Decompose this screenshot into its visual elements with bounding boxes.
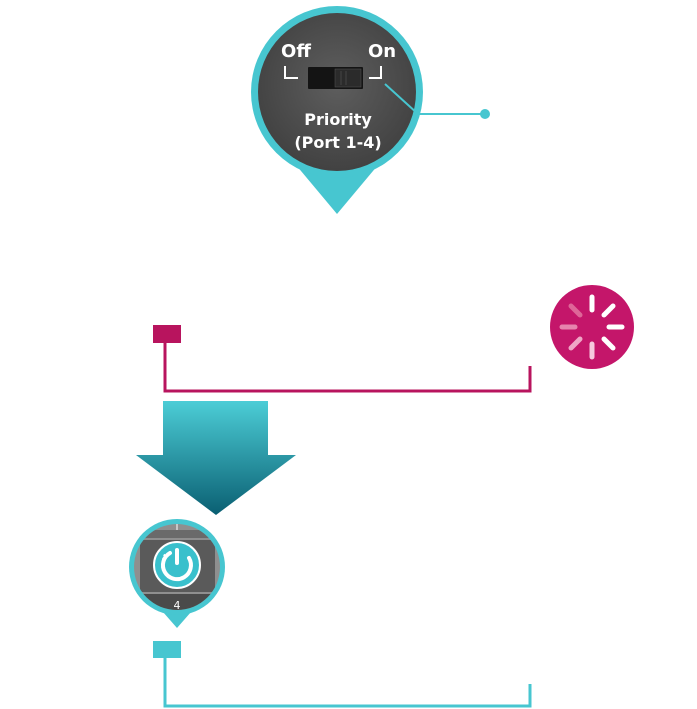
switch-callout-pointer — [296, 165, 378, 214]
loading-spinner-icon — [550, 285, 634, 369]
magenta-bracket-group — [153, 325, 532, 393]
down-arrow-icon — [136, 401, 296, 515]
off-bracket — [284, 66, 298, 79]
switch-callout: Off On Priority (Port 1-4) — [251, 6, 490, 214]
switch-panel — [258, 13, 416, 171]
leader-dot — [480, 109, 490, 119]
magenta-bracket-line — [163, 343, 532, 393]
teal-bracket-marker — [153, 641, 181, 658]
magenta-bracket-marker — [153, 325, 181, 343]
teal-bracket-group — [153, 641, 532, 708]
power-restart-icon — [153, 541, 201, 589]
on-bracket — [369, 66, 382, 79]
priority-subtitle: (Port 1-4) — [294, 133, 381, 152]
off-label: Off — [281, 41, 311, 62]
leader-line — [384, 83, 484, 115]
on-label: On — [368, 41, 396, 62]
port-number: 4 — [174, 599, 181, 612]
port-panel-stripe — [134, 530, 220, 538]
teal-bracket-line — [163, 658, 532, 708]
priority-title: Priority — [304, 110, 372, 129]
slide-switch-knob[interactable] — [334, 68, 362, 88]
port-callout: 4 — [129, 519, 225, 628]
